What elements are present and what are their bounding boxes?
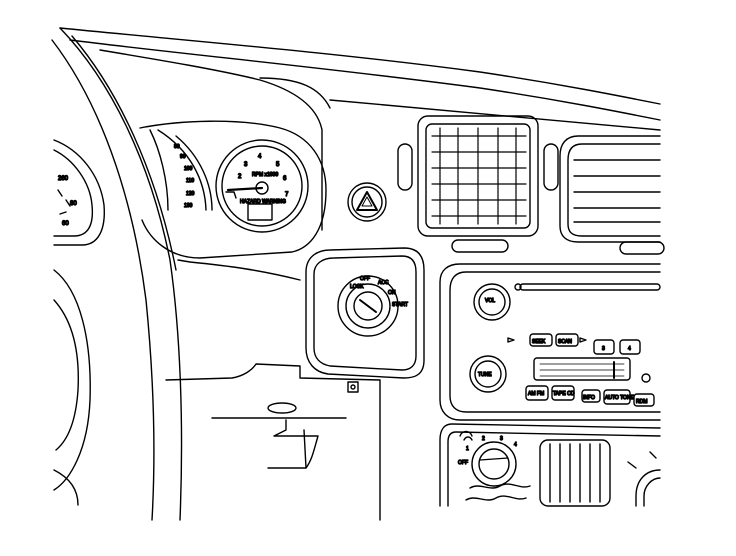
climate-control: OFF 1 2 3 4 <box>439 423 661 507</box>
tach-num-6: 6 <box>283 176 287 182</box>
strip-label-1: 80 <box>174 144 180 150</box>
tach-num-7: 7 <box>285 192 289 198</box>
tape-button[interactable]: TAPE CD <box>551 385 575 401</box>
am-fm-button[interactable]: AM FM <box>525 385 549 401</box>
ignition-switch[interactable]: OFF ACC ON START LOCK <box>305 247 425 393</box>
temp-knob[interactable] <box>627 451 661 507</box>
svg-text:AM FM: AM FM <box>528 391 544 397</box>
strip-label-6: 130 <box>184 203 193 209</box>
speedometer-gauge: 260 80 60 <box>53 139 105 246</box>
svg-text:3: 3 <box>500 436 503 442</box>
radio-display <box>533 357 631 381</box>
svg-text:3: 3 <box>602 346 605 352</box>
strip-label-2: 90 <box>180 154 186 160</box>
steering-wheel <box>51 27 183 521</box>
ignition-start: START <box>392 302 408 308</box>
vol-label: VOL <box>485 298 495 304</box>
svg-text:2: 2 <box>482 436 485 442</box>
center-air-vent[interactable] <box>397 115 559 253</box>
tach-center-label: RPM x1000 <box>252 172 278 178</box>
svg-text:INFO: INFO <box>583 395 595 401</box>
svg-text:SCAN: SCAN <box>558 339 572 345</box>
center-lower-vent[interactable] <box>539 439 611 507</box>
lower-dash <box>165 259 381 521</box>
rdm-button[interactable]: RDM <box>633 393 655 407</box>
ignition-on: ON <box>388 290 396 296</box>
strip-label-5: 120 <box>186 191 195 197</box>
tach-num-4: 4 <box>258 154 262 160</box>
tune-knob[interactable]: TUNE <box>469 355 507 393</box>
strip-label-3: 100 <box>184 166 193 172</box>
dash-top-outline <box>59 27 661 231</box>
hazard-button[interactable] <box>347 182 387 222</box>
preset-4-button[interactable]: 4 <box>619 339 641 355</box>
svg-text:SEEK: SEEK <box>532 339 546 345</box>
svg-text:TAPE CD: TAPE CD <box>553 391 575 397</box>
ignition-lock: LOCK <box>350 284 364 290</box>
tachometer: 2 3 4 5 6 7 RPM x1000 HAZARD WARNING <box>215 139 309 233</box>
auto-tone-button[interactable]: AUTO TONE <box>603 389 635 405</box>
svg-text:4: 4 <box>628 346 631 352</box>
seek-button[interactable]: SEEK <box>529 333 553 347</box>
speedo-label-1: 260 <box>58 176 69 182</box>
info-button[interactable]: INFO <box>581 389 601 403</box>
tach-num-2: 2 <box>238 174 242 180</box>
speedo-label-2: 80 <box>70 201 77 207</box>
hazard-triangle-icon <box>356 191 378 211</box>
svg-text:1: 1 <box>466 446 469 452</box>
ignition-off: OFF <box>360 276 370 282</box>
svg-text:4: 4 <box>514 442 517 448</box>
vol-knob[interactable]: VOL <box>473 283 511 321</box>
tune-label: TUNE <box>478 372 492 378</box>
speed-strip: 80 90 100 110 120 130 <box>157 129 213 211</box>
tach-bottom-label: HAZARD WARNING <box>240 199 286 205</box>
preset-3-button[interactable]: 3 <box>593 339 615 355</box>
right-air-vent[interactable] <box>559 135 665 255</box>
speedo-label-3: 60 <box>62 221 69 227</box>
fan-knob[interactable]: OFF 1 2 3 4 <box>457 435 518 487</box>
tach-num-3: 3 <box>244 162 248 168</box>
strip-label-4: 110 <box>186 178 194 184</box>
instrument-cluster: 80 90 100 110 120 130 2 3 4 5 6 7 RPM x1… <box>139 120 327 259</box>
radio-unit: VOL TUNE SEEK SCAN 3 4 <box>439 263 661 421</box>
svg-text:RDM: RDM <box>636 399 647 405</box>
fan-off-label: OFF <box>458 460 468 466</box>
scan-button[interactable]: SCAN <box>555 333 579 347</box>
tach-num-5: 5 <box>276 162 280 168</box>
svg-text:AUTO TONE: AUTO TONE <box>605 395 635 401</box>
ignition-acc: ACC <box>378 280 389 286</box>
